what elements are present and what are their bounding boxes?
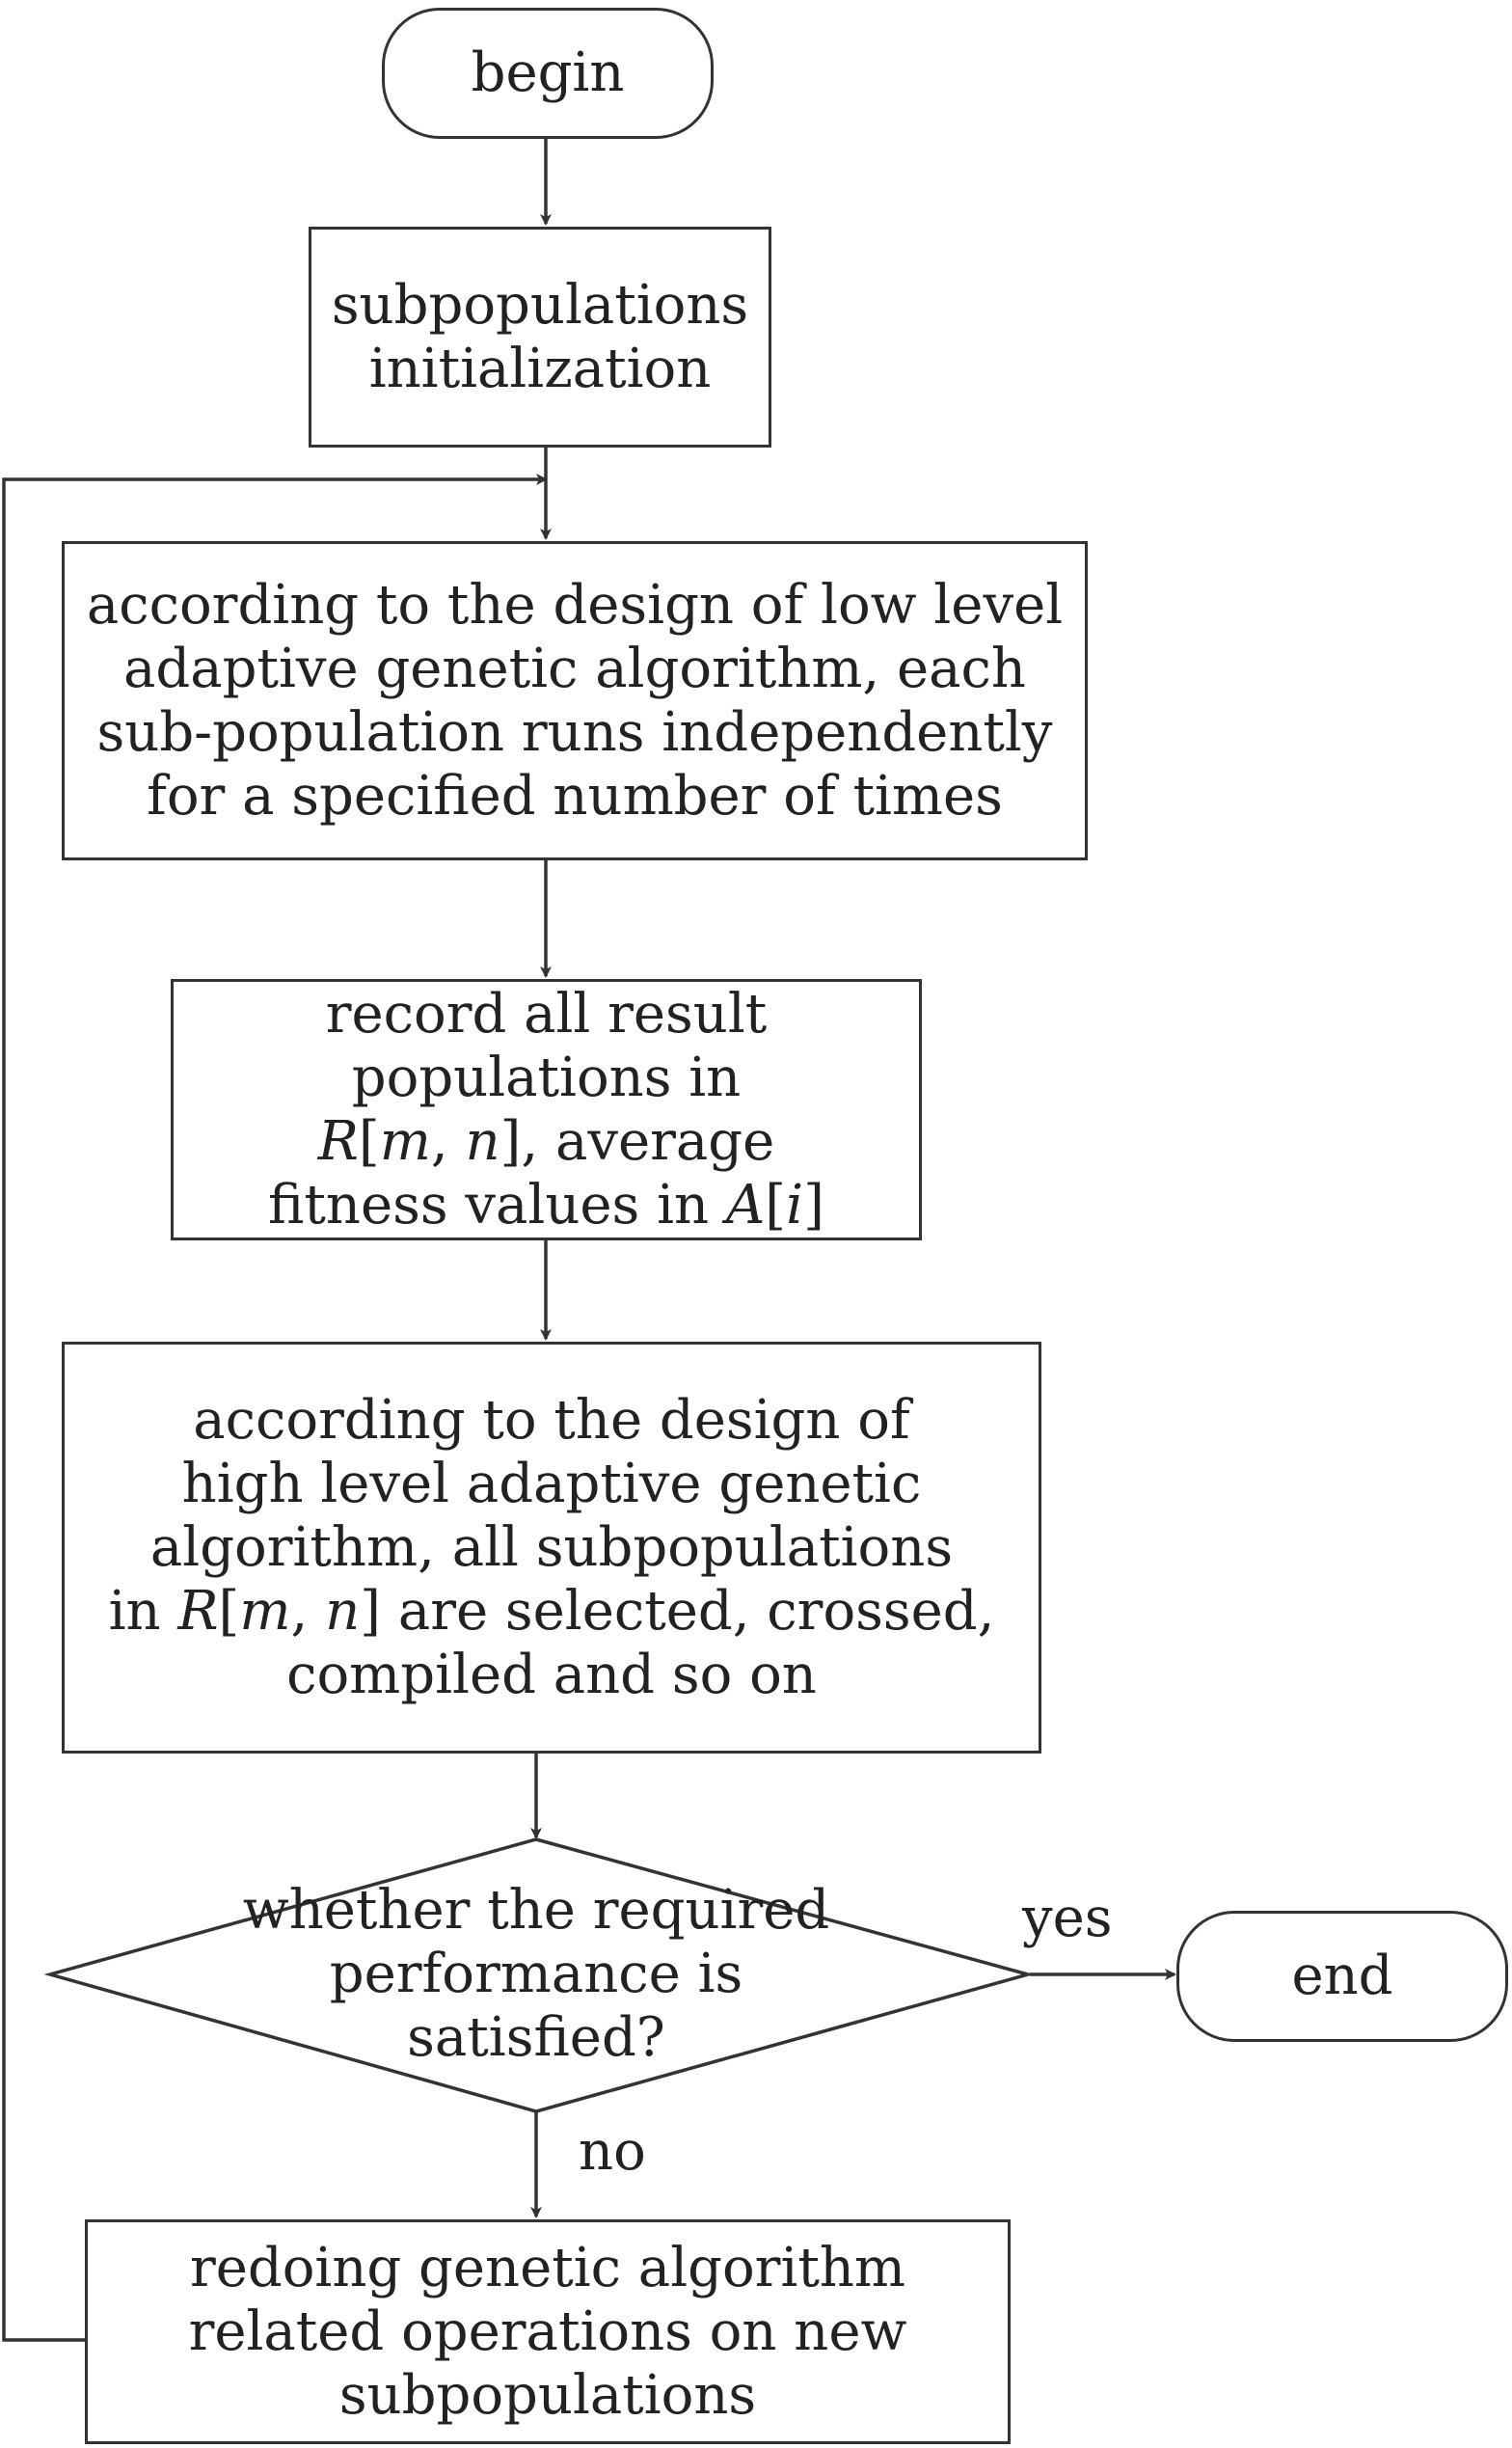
record-box: record all result populations in R[m, n]… [171,979,922,1240]
high-level-line-5: compiled and so on [286,1643,817,1706]
high-level-line-1: according to the design of [193,1388,910,1452]
no-label: no [579,2120,646,2183]
record-line-1: record all result [325,982,768,1046]
high-level-line-2: high level adaptive genetic [181,1452,922,1515]
decision-line-3: satisfied? [407,2006,665,2069]
low-level-line-1: according to the design of low level [86,573,1064,637]
init-box: subpopulations initialization [309,227,771,448]
end-terminal: end [1176,1911,1508,2042]
decision-diamond [43,1837,1035,2113]
low-level-line-4: for a specified number of times [147,764,1003,828]
init-line-2: initialization [368,337,712,400]
yes-label: yes [1022,1887,1113,1949]
high-level-var-n: n [325,1579,361,1643]
decision-line-2: performance is [329,1943,743,2005]
low-level-line-2: adaptive genetic algorithm, each [122,637,1026,700]
record-line-3: R[m, n], average [317,1109,775,1173]
record-var-A: A [725,1173,766,1237]
record-var-R: R [317,1109,359,1173]
record-var-n: n [465,1109,500,1173]
redo-box: redoing genetic algorithm related operat… [85,2219,1011,2444]
record-line-2: populations in [351,1046,742,1109]
decision-text: whether the required performance is sati… [193,1878,879,2071]
high-level-box: according to the design of high level ad… [62,1342,1041,1754]
redo-line-2: related operations on new [188,2299,907,2363]
init-line-1: subpopulations [331,273,749,337]
record-var-m: m [379,1109,431,1173]
redo-line-3: subpopulations [338,2363,757,2427]
high-level-var-R: R [177,1579,219,1643]
record-line-4: fitness values in A[i] [268,1173,824,1237]
high-level-var-m: m [239,1579,291,1643]
begin-label: begin [471,41,625,104]
end-label: end [1291,1945,1393,2007]
low-level-box: according to the design of low level ada… [62,541,1088,860]
record-var-i: i [786,1173,804,1237]
low-level-line-3: sub-population runs independently [96,700,1053,764]
loop-back-connector [2,474,548,2342]
decision-line-1: whether the required [242,1879,830,1942]
high-level-line-3: algorithm, all subpopulations [149,1515,954,1579]
redo-line-1: redoing genetic algorithm [189,2236,906,2299]
high-level-line-4: in R[m, n] are selected, crossed, [108,1579,995,1643]
begin-terminal: begin [382,8,714,139]
